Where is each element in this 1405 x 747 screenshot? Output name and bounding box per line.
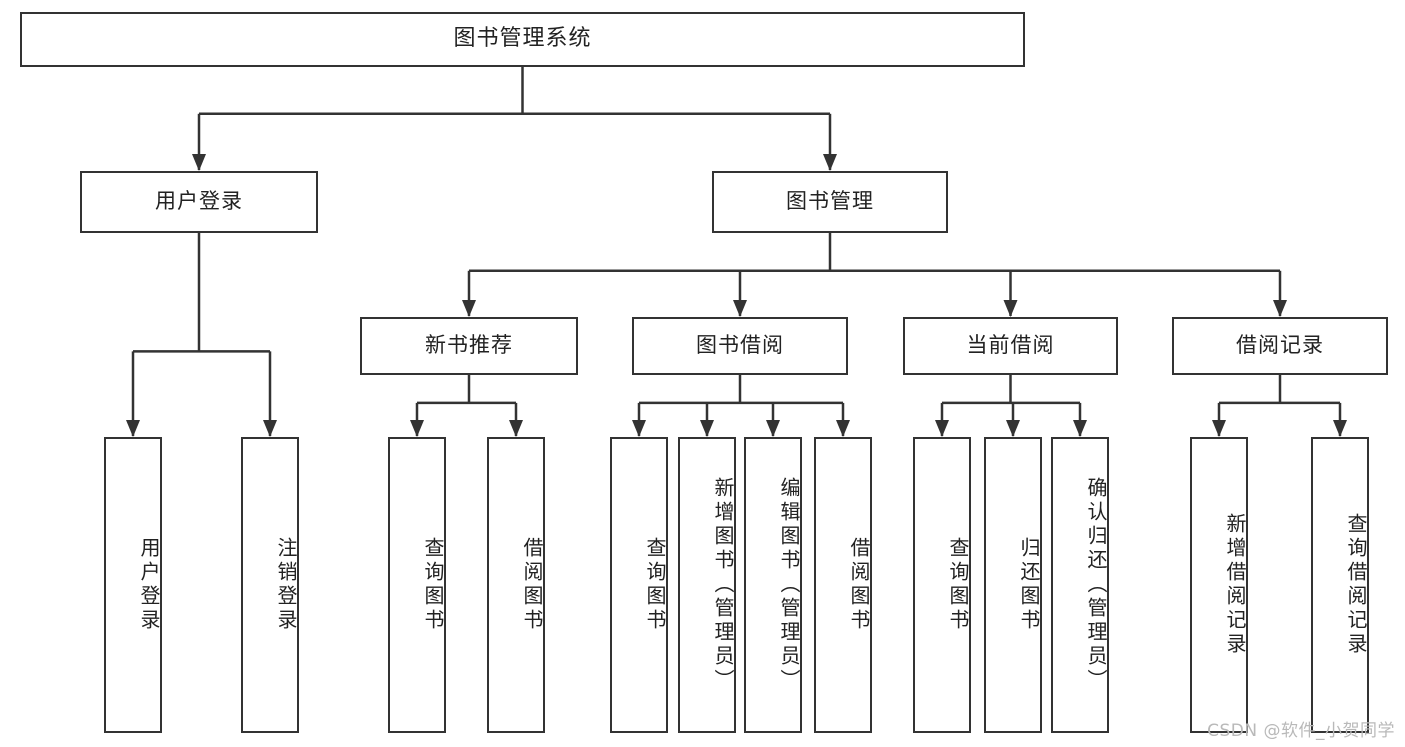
node-label: 借阅图书 — [520, 537, 544, 633]
arrowhead — [935, 420, 949, 437]
arrowhead — [1006, 420, 1020, 437]
arrowhead — [836, 420, 850, 437]
node-label: 归还图书 — [1017, 537, 1041, 633]
node-label: 注销登录 — [274, 537, 298, 633]
node-leaf-return-book[interactable]: 归还图书 — [984, 437, 1042, 733]
node-leaf-add-borrow-record[interactable]: 新增借阅记录 — [1190, 437, 1248, 733]
node-label: 图书借阅 — [696, 333, 784, 358]
arrowhead — [632, 420, 646, 437]
node-leaf-query-borrow-record[interactable]: 查询借阅记录 — [1311, 437, 1369, 733]
node-label: 查询图书 — [643, 537, 667, 633]
arrowhead — [509, 420, 523, 437]
node-label: 用户登录 — [155, 189, 243, 214]
node-leaf-user-login[interactable]: 用户登录 — [104, 437, 162, 733]
arrowhead — [1003, 300, 1018, 317]
node-label: 用户登录 — [137, 537, 161, 633]
arrowhead — [766, 420, 780, 437]
node-leaf-borrow-book[interactable]: 借阅图书 — [814, 437, 872, 733]
node-label: 借阅图书 — [847, 537, 871, 633]
node-label: 图书管理系统 — [453, 26, 592, 52]
arrowhead — [1212, 420, 1226, 437]
arrowhead — [1073, 420, 1087, 437]
node-leaf-edit-book-admin[interactable]: 编辑图书（管理员） — [744, 437, 802, 733]
arrowhead — [700, 420, 714, 437]
node-leaf-query-book-recommend[interactable]: 查询图书 — [388, 437, 446, 733]
arrowhead — [1273, 300, 1287, 317]
node-label: 新增图书（管理员） — [711, 477, 735, 693]
node-label: 图书管理 — [786, 189, 874, 214]
node-root[interactable]: 图书管理系统 — [20, 12, 1025, 67]
node-leaf-query-book-current[interactable]: 查询图书 — [913, 437, 971, 733]
node-label: 查询图书 — [421, 537, 445, 633]
node-label: 编辑图书（管理员） — [777, 477, 801, 693]
node-leaf-borrow-book-recommend[interactable]: 借阅图书 — [487, 437, 545, 733]
arrowhead — [462, 300, 476, 317]
node-leaf-confirm-return-admin[interactable]: 确认归还（管理员） — [1051, 437, 1109, 733]
watermark: CSDN @软件_小贺同学 — [1207, 721, 1395, 741]
node-label: 查询借阅记录 — [1344, 513, 1368, 657]
arrowhead — [823, 154, 837, 171]
node-current-borrow[interactable]: 当前借阅 — [903, 317, 1118, 375]
node-label: 确认归还（管理员） — [1084, 477, 1108, 693]
node-label: 新书推荐 — [425, 333, 513, 358]
node-new-book-recommend[interactable]: 新书推荐 — [360, 317, 578, 375]
node-leaf-query-book-borrow[interactable]: 查询图书 — [610, 437, 668, 733]
arrowhead — [126, 420, 140, 437]
node-label: 新增借阅记录 — [1223, 513, 1247, 657]
arrowhead — [733, 300, 747, 317]
node-leaf-user-logout[interactable]: 注销登录 — [241, 437, 299, 733]
arrowhead — [263, 420, 277, 437]
node-label: 当前借阅 — [966, 333, 1055, 358]
node-book-borrow[interactable]: 图书借阅 — [632, 317, 848, 375]
node-label: 查询图书 — [946, 537, 970, 633]
arrowhead — [1333, 420, 1347, 437]
node-book-manage[interactable]: 图书管理 — [712, 171, 948, 233]
node-label: 借阅记录 — [1236, 333, 1324, 358]
arrowhead — [410, 420, 424, 437]
arrowhead — [192, 154, 206, 171]
node-user-login[interactable]: 用户登录 — [80, 171, 318, 233]
node-leaf-add-book-admin[interactable]: 新增图书（管理员） — [678, 437, 736, 733]
node-borrow-record[interactable]: 借阅记录 — [1172, 317, 1388, 375]
